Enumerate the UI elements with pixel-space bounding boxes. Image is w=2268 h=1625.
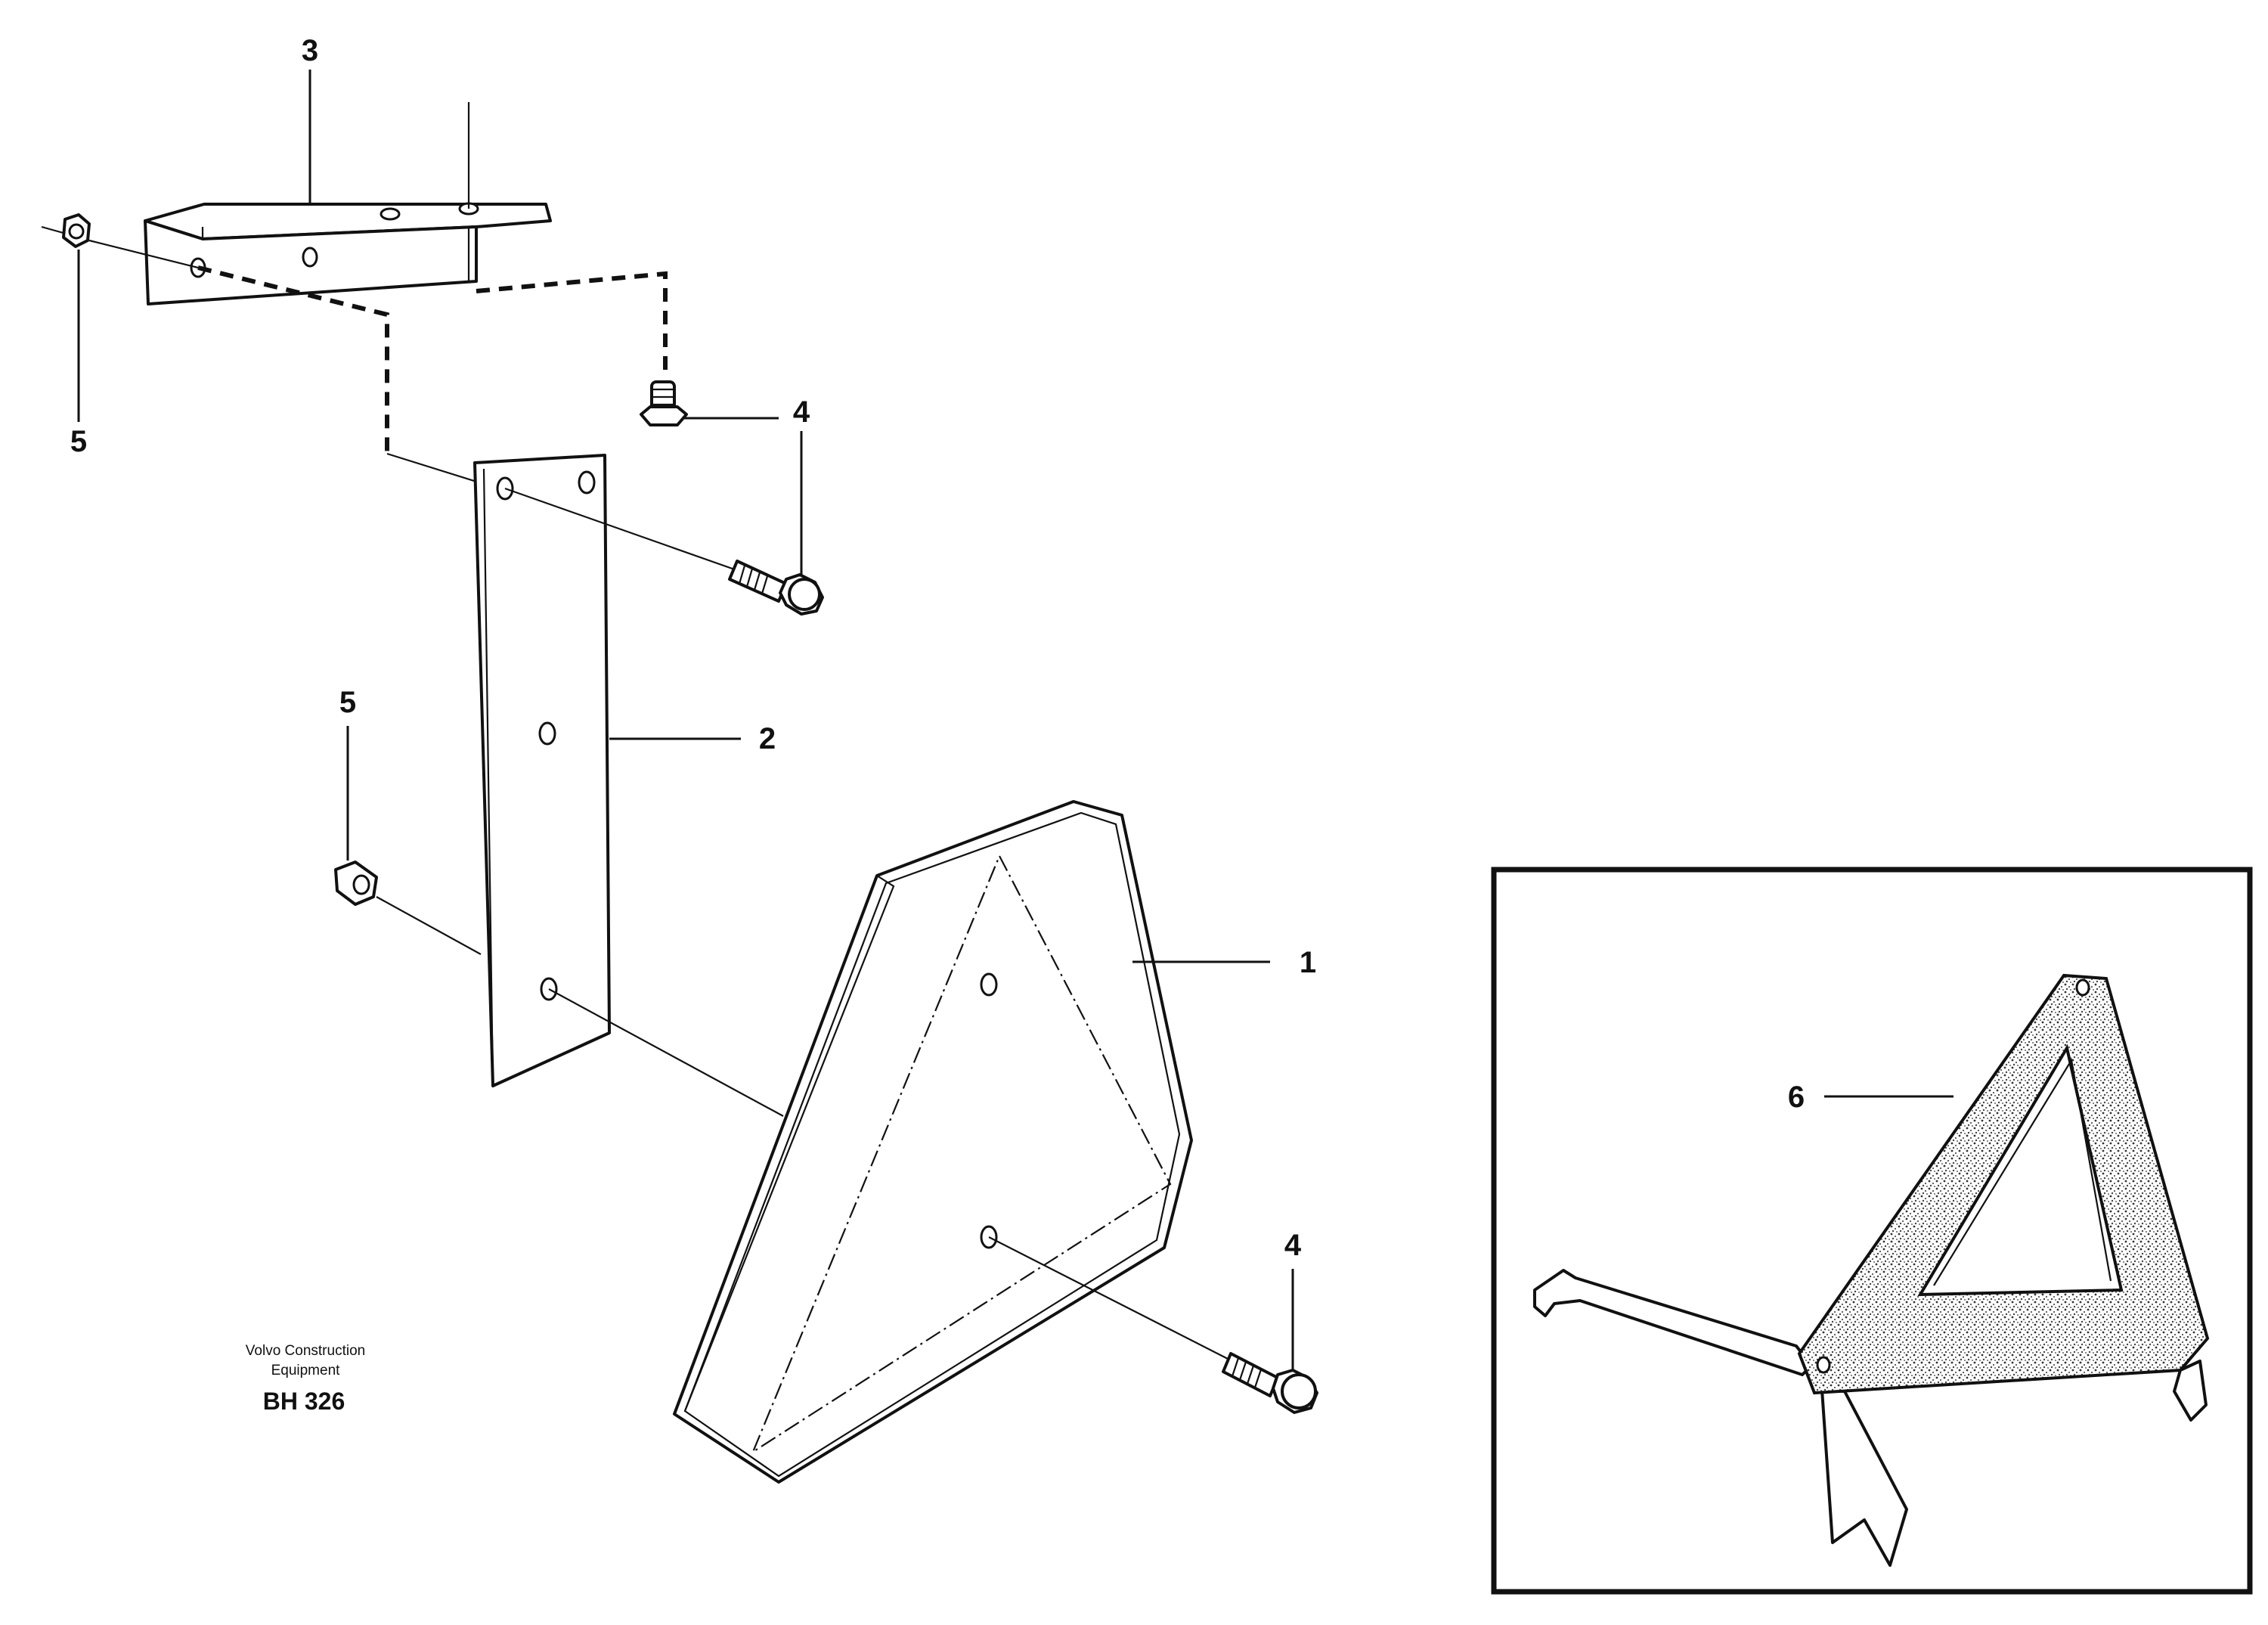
dashed-assembly-line-right [476,271,668,378]
callout-6: 6 [1788,1081,1805,1114]
bracket-hole [380,207,401,221]
small-bolt-upper-nut [640,380,779,426]
plate-hole [538,721,556,746]
drawing-code: BH 326 [263,1388,345,1415]
triangle-reflector-sign [548,800,1270,1484]
callout-5-top: 5 [70,425,87,458]
callout-2: 2 [759,722,776,755]
bracket-hole [302,247,318,268]
callout-5-lower: 5 [339,686,356,719]
plate-hole [578,470,596,495]
warning-triangle-inset [1491,867,2253,1595]
hex-bolt-upper [504,431,824,616]
hex-nut-top [41,213,199,269]
brand-line-2: Equipment [271,1363,341,1378]
dashed-assembly-line-left [197,265,389,454]
callout-4-lower: 4 [1284,1229,1302,1262]
angle-bracket [144,102,552,305]
brand-line-1: Volvo Construction [246,1343,365,1359]
reflector-hole [980,972,998,997]
callout-3: 3 [302,34,318,67]
hex-bolt-lower [988,1236,1318,1414]
mounting-plate [473,454,741,1087]
callout-1: 1 [1300,946,1316,979]
hex-nut-lower [334,726,482,955]
callout-4-upper: 4 [793,395,810,429]
